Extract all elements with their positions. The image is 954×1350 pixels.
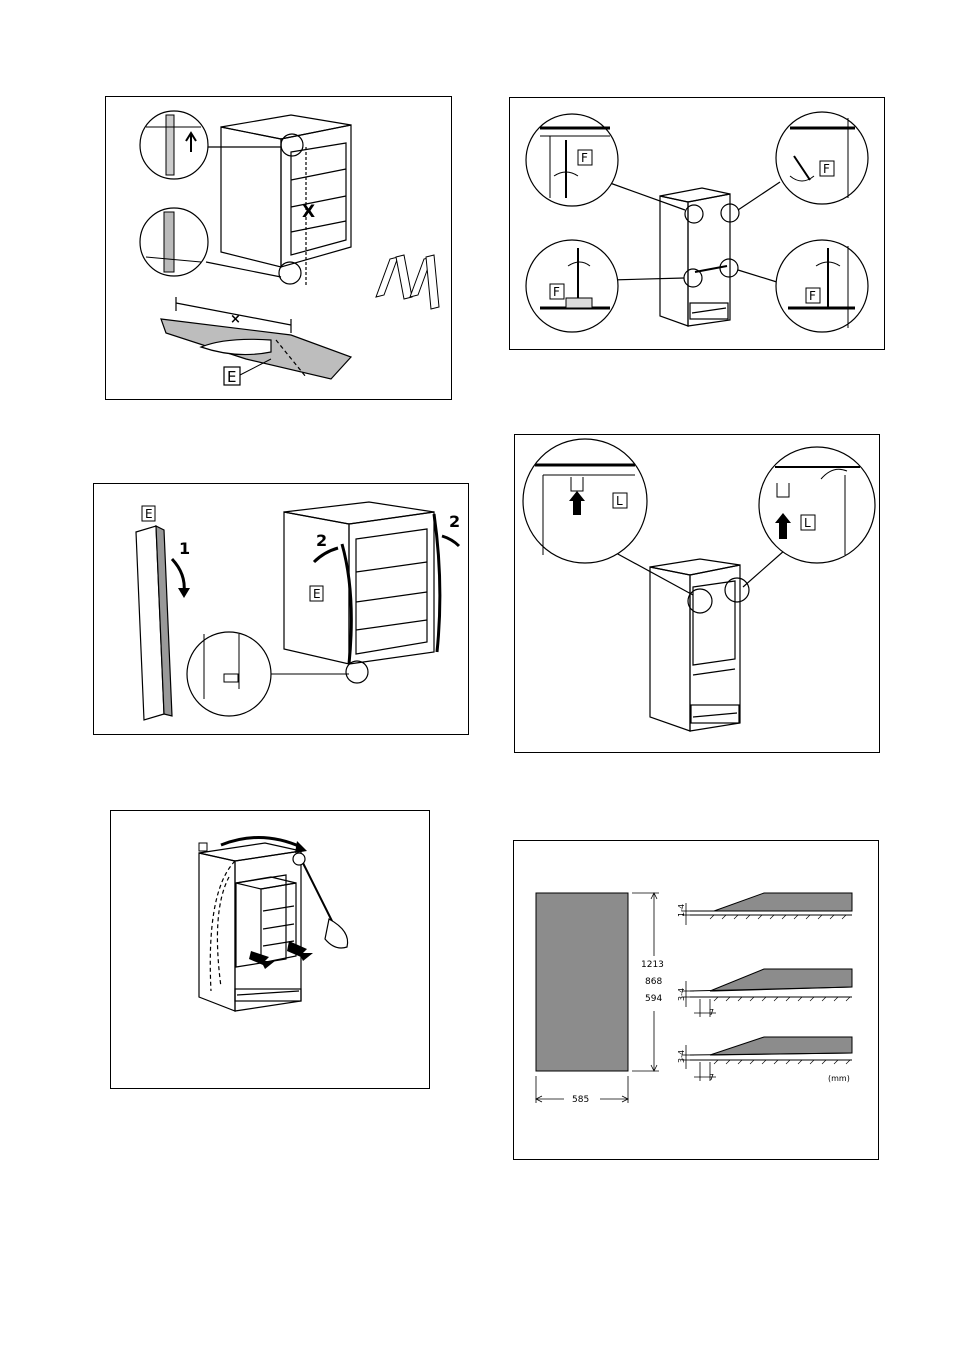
illustration-fit-covers: L L: [522, 438, 876, 732]
marker-e-side: E: [313, 587, 321, 601]
step-2-right-label: 2: [449, 512, 460, 531]
marker-f-bottom-right: F: [809, 289, 816, 303]
height-868: 868: [645, 977, 662, 987]
offset-bottom: 7: [709, 1073, 714, 1082]
height-1213: 1213: [641, 960, 664, 970]
figure-insert-appliance: [110, 810, 430, 1089]
dimension-x-label: X: [302, 202, 315, 222]
marker-f-bottom-left: F: [553, 285, 560, 299]
gap-top: 1-4: [677, 904, 686, 917]
marker-e-top: E: [145, 507, 153, 521]
figure-fix-screws-f: F F F F: [509, 97, 885, 350]
illustration-dimensions: 1213 868 594 585 1-4: [535, 892, 853, 1105]
illustration-insert-appliance: [198, 836, 349, 1012]
figure-dimensions: 1213 868 594 585 1-4: [513, 840, 879, 1160]
illustration-measure-cut: X × E: [139, 110, 440, 386]
unit-label: (mm): [828, 1074, 850, 1083]
offset-middle: 7: [709, 1008, 714, 1017]
figure-fit-covers-l: L L: [514, 434, 880, 753]
illustration-fix-screws: F F F F: [525, 111, 869, 333]
svg-text:×: ×: [230, 312, 241, 327]
gap-bottom: 3-4: [677, 1050, 686, 1063]
illustration-apply-strip: E 1 E 2 2: [135, 501, 460, 721]
marker-e: E: [227, 368, 236, 386]
marker-l-right: L: [804, 516, 811, 530]
width-585: 585: [572, 1095, 589, 1105]
marker-f-top-right: F: [823, 162, 830, 176]
marker-l-left: L: [616, 494, 623, 508]
figure-measure-cut-strip: X × E: [105, 96, 452, 400]
height-594: 594: [645, 994, 662, 1004]
figure-apply-sealing-strip: E 1 E 2 2: [93, 483, 469, 735]
step-2-left-label: 2: [316, 531, 327, 550]
gap-middle: 3-4: [677, 988, 686, 1001]
step-1-label: 1: [179, 539, 190, 558]
marker-square: [198, 842, 208, 852]
marker-f-top-left: F: [581, 151, 588, 165]
